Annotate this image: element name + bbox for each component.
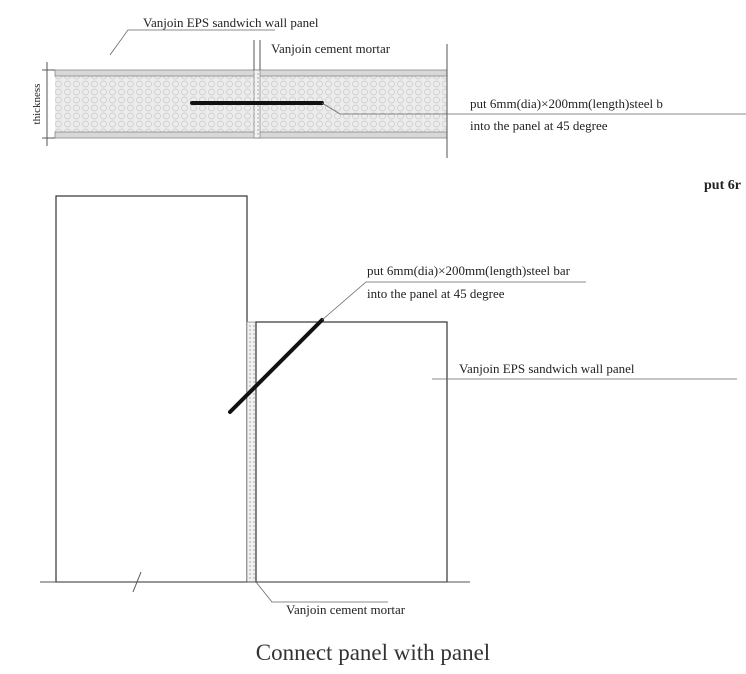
elev-mortar-label: Vanjoin cement mortar bbox=[286, 602, 406, 617]
thickness-label: thickness bbox=[31, 84, 43, 125]
top-panel-label: Vanjoin EPS sandwich wall panel bbox=[143, 15, 319, 30]
elev-bar-note-leader bbox=[321, 281, 586, 321]
elevation-detail: put 6mm(dia)×200mm(length)steel bar into… bbox=[40, 195, 737, 617]
break-mark bbox=[132, 571, 142, 593]
top-plan-detail: Vanjoin EPS sandwich wall panel Vanjoin … bbox=[31, 15, 746, 158]
elev-panel-label: Vanjoin EPS sandwich wall panel bbox=[459, 361, 635, 376]
side-note: put 6r bbox=[704, 178, 741, 193]
top-bar-note-line1: put 6mm(dia)×200mm(length)steel b bbox=[470, 96, 663, 111]
panel-label-leader bbox=[109, 29, 275, 56]
panel-face-top bbox=[54, 69, 448, 77]
mortar-strip bbox=[246, 321, 257, 583]
panel-face-bottom bbox=[54, 131, 448, 139]
figure-caption: Connect panel with panel bbox=[255, 640, 491, 665]
bar-note-leader bbox=[321, 102, 746, 115]
steel-bar-45 bbox=[228, 318, 324, 414]
elev-mortar-leader bbox=[255, 581, 388, 603]
top-bar-note-line2: into the panel at 45 degree bbox=[470, 118, 608, 133]
elev-bar-note-line1: put 6mm(dia)×200mm(length)steel bar bbox=[367, 263, 571, 278]
elev-bar-note-line2: into the panel at 45 degree bbox=[367, 286, 505, 301]
top-mortar-label: Vanjoin cement mortar bbox=[271, 41, 391, 56]
right-panel bbox=[255, 321, 448, 583]
left-panel bbox=[55, 195, 248, 583]
